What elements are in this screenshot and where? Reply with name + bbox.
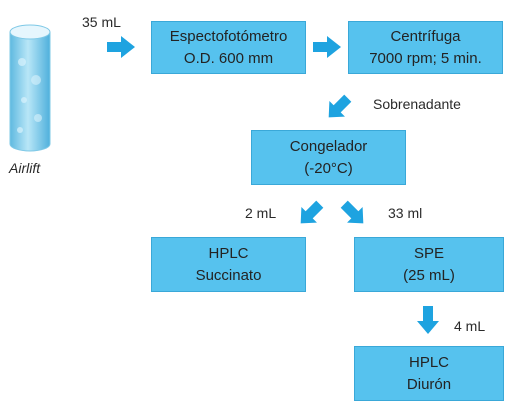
- arrow-to-congelador: [328, 94, 352, 118]
- node-centrifuga: Centrífuga 7000 rpm; 5 min.: [348, 21, 503, 74]
- label-35ml: 35 mL: [82, 14, 121, 30]
- node-congelador-line2: (-20°C): [304, 159, 353, 177]
- arrow-to-espectro: [107, 36, 135, 58]
- cylinder-icon: [9, 24, 51, 152]
- node-hplc-diuron-line2: Diurón: [406, 375, 452, 393]
- arrow-to-hplc-diuron: [417, 306, 439, 334]
- node-hplc-succinato: HPLC Succinato: [151, 237, 306, 292]
- node-spe: SPE (25 mL): [354, 237, 504, 292]
- node-congelador: Congelador (-20°C): [251, 130, 406, 185]
- label-4ml: 4 mL: [454, 318, 486, 334]
- label-33ml: 33 ml: [388, 205, 423, 221]
- arrow-to-hplc-succinato: [300, 200, 324, 224]
- airlift-label: Airlift: [9, 160, 41, 176]
- node-congelador-line1: Congelador: [289, 137, 368, 155]
- node-spe-line2: (25 mL): [403, 266, 455, 284]
- label-sobrenadante: Sobrenadante: [373, 96, 461, 112]
- node-espectrofotometro-line1: Espectofotómetro: [169, 27, 288, 45]
- node-hplc-diuron-line1: HPLC: [408, 353, 449, 371]
- node-espectrofotometro: Espectofotómetro O.D. 600 mm: [151, 21, 306, 74]
- arrow-to-centrifuga: [313, 36, 341, 58]
- arrow-to-spe: [340, 200, 364, 224]
- node-espectrofotometro-line2: O.D. 600 mm: [183, 49, 274, 67]
- node-hplc-succinato-line2: Succinato: [195, 266, 262, 284]
- node-centrifuga-line2: 7000 rpm; 5 min.: [369, 49, 482, 67]
- node-hplc-succinato-line1: HPLC: [208, 244, 249, 262]
- node-hplc-diuron: HPLC Diurón: [354, 346, 504, 401]
- node-spe-line1: SPE: [413, 244, 444, 262]
- label-2ml: 2 mL: [245, 205, 277, 221]
- node-centrifuga-line1: Centrífuga: [390, 27, 461, 45]
